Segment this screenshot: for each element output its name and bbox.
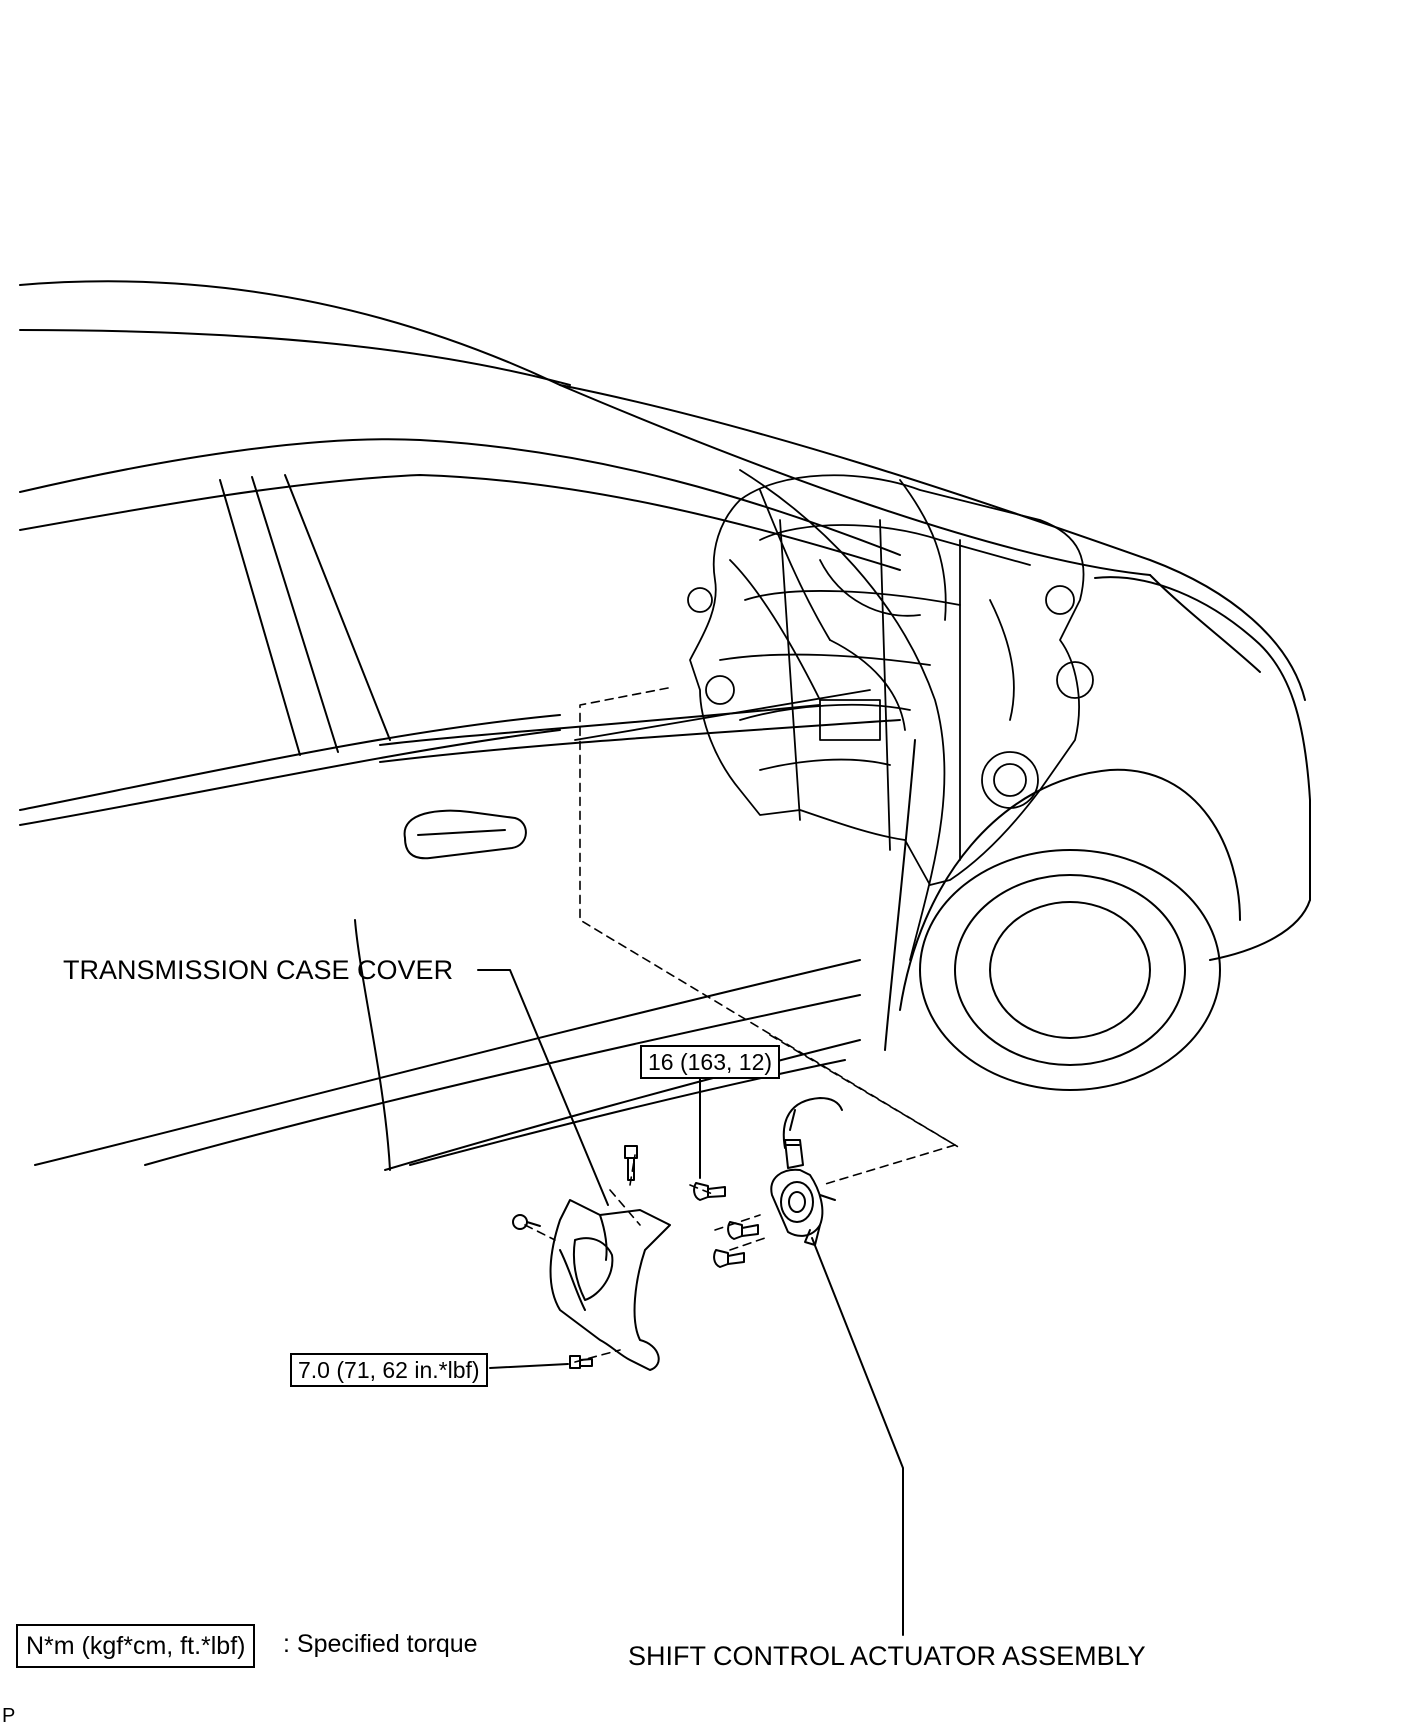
legend-unit-box: N*m (kgf*cm, ft.*lbf) [16,1624,256,1668]
bolt-icon [569,1355,593,1369]
bolt-icon [693,1182,726,1201]
transmission-case-cover-label: TRANSMISSION CASE COVER [63,955,454,985]
bolt-icon [624,1145,638,1181]
transmission-case-cover-part [549,1199,671,1371]
leader-lines [477,969,904,1636]
bolt-icon [512,1214,541,1230]
corner-mark: P [2,1705,16,1727]
bolt-icon [727,1221,759,1240]
bolt-icon [713,1249,745,1268]
torque-spec-lower: 7.0 (71, 62 in.*lbf) [290,1353,488,1387]
engine-assembly [574,469,1094,961]
torque-spec-upper: 16 (163, 12) [640,1045,781,1079]
shift-control-actuator-part [770,1168,836,1246]
legend-description: : Specified torque [283,1630,478,1658]
vehicle-outline [19,280,1311,1171]
shift-control-actuator-label: SHIFT CONTROL ACTUATOR ASSEMBLY [628,1641,1146,1671]
location-guide-lines [524,687,961,1363]
connector-icon [782,1097,843,1169]
